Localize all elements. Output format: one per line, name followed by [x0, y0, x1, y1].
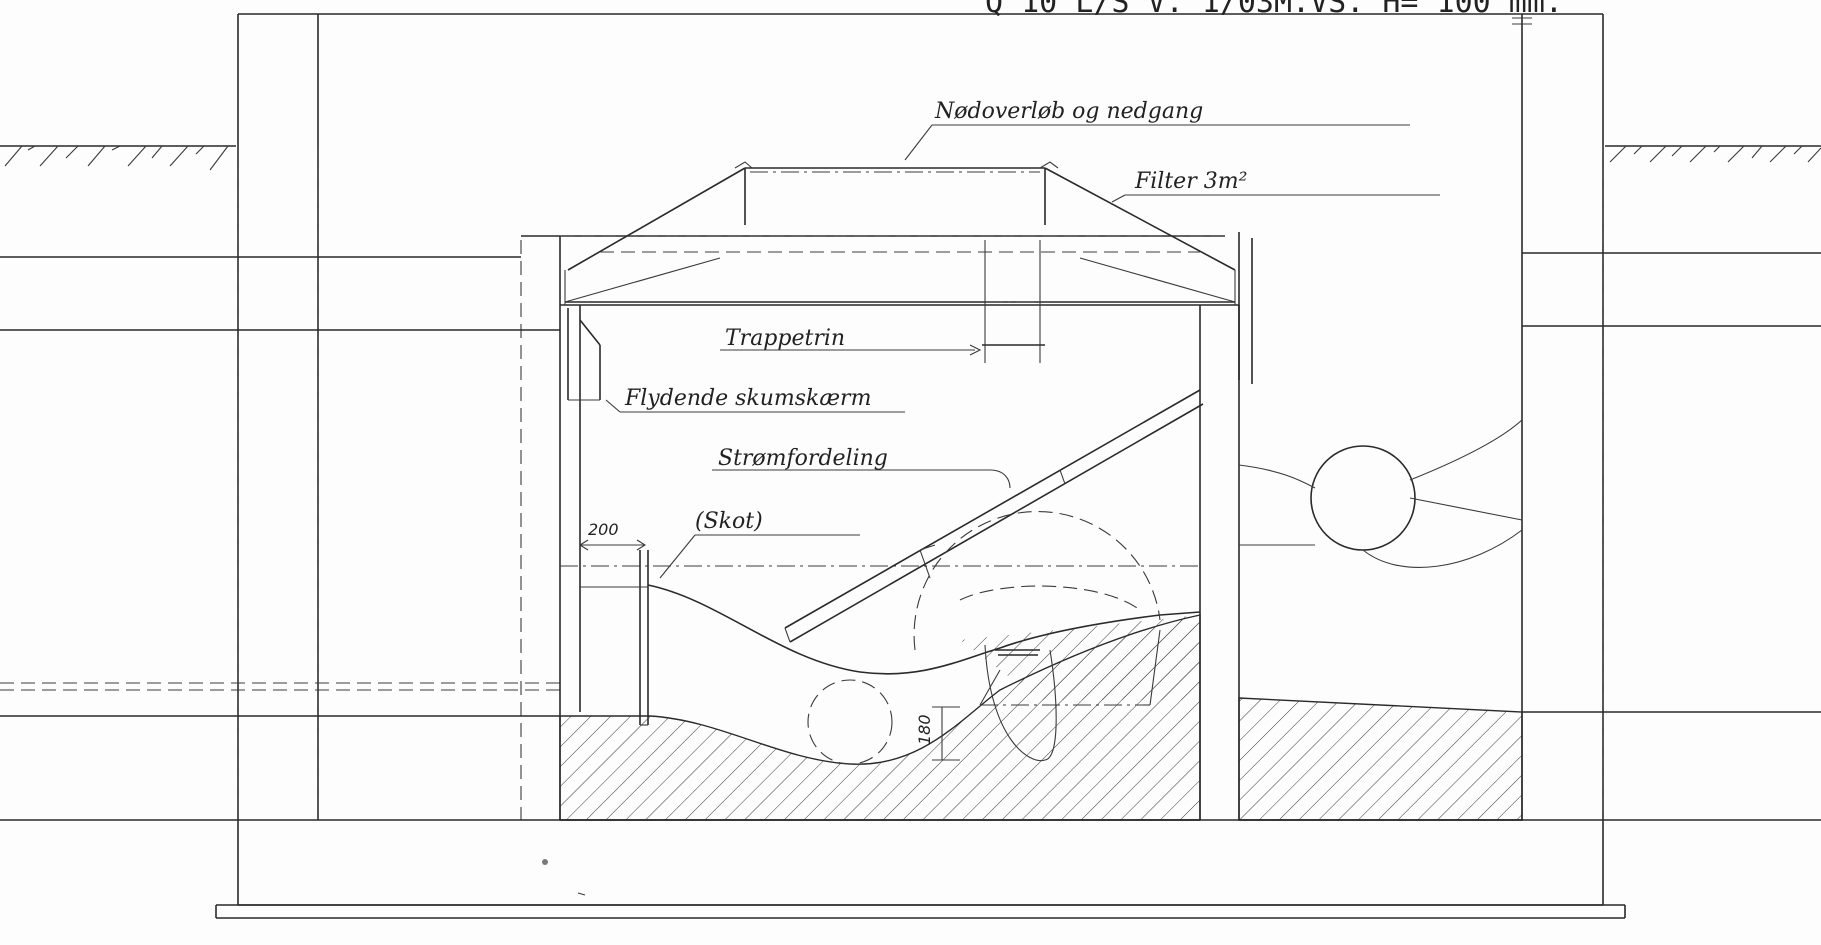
- outlet-arc: [913, 511, 1161, 762]
- stray-mark: [577, 892, 586, 896]
- scum-screen: [567, 308, 601, 401]
- ground-surface-right: [1605, 145, 1821, 163]
- smudge-mark: [542, 859, 548, 865]
- dimension-200: 200: [578, 520, 647, 551]
- label-stromfordeling: Strømfordeling: [718, 446, 888, 471]
- sediment-right: [1238, 697, 1523, 821]
- dashed-pipe-circle: [807, 679, 893, 765]
- label-trappetrin: Trappetrin: [725, 326, 845, 351]
- overflow-hood: [564, 161, 1236, 305]
- sediment-outlet-zone: [960, 615, 1200, 700]
- dimension-180: 180: [915, 706, 960, 761]
- inlet-pipe: [1238, 419, 1523, 568]
- baffle: [639, 550, 649, 726]
- ground-surface-left: [0, 145, 236, 171]
- dashed-guides: [237, 146, 1604, 820]
- flow-distributor: [784, 389, 1204, 643]
- leader-lines: [605, 124, 1440, 579]
- label-skot: (Skot): [695, 509, 763, 534]
- pipe-lines: [0, 252, 1821, 821]
- water-surface: [580, 584, 1201, 675]
- step-detail: [982, 240, 1045, 363]
- dim-180-text: 180: [915, 714, 934, 745]
- header-text: Q 10 L/S V. 1/03M.VS. H= 100 mm.: [985, 0, 1563, 20]
- label-nodoverlob: Nødoverløb og nedgang: [934, 99, 1203, 124]
- label-filter: Filter 3m²: [1134, 169, 1247, 194]
- label-skumskaerm: Flydende skumskærm: [624, 386, 871, 411]
- dim-200-text: 200: [588, 520, 619, 539]
